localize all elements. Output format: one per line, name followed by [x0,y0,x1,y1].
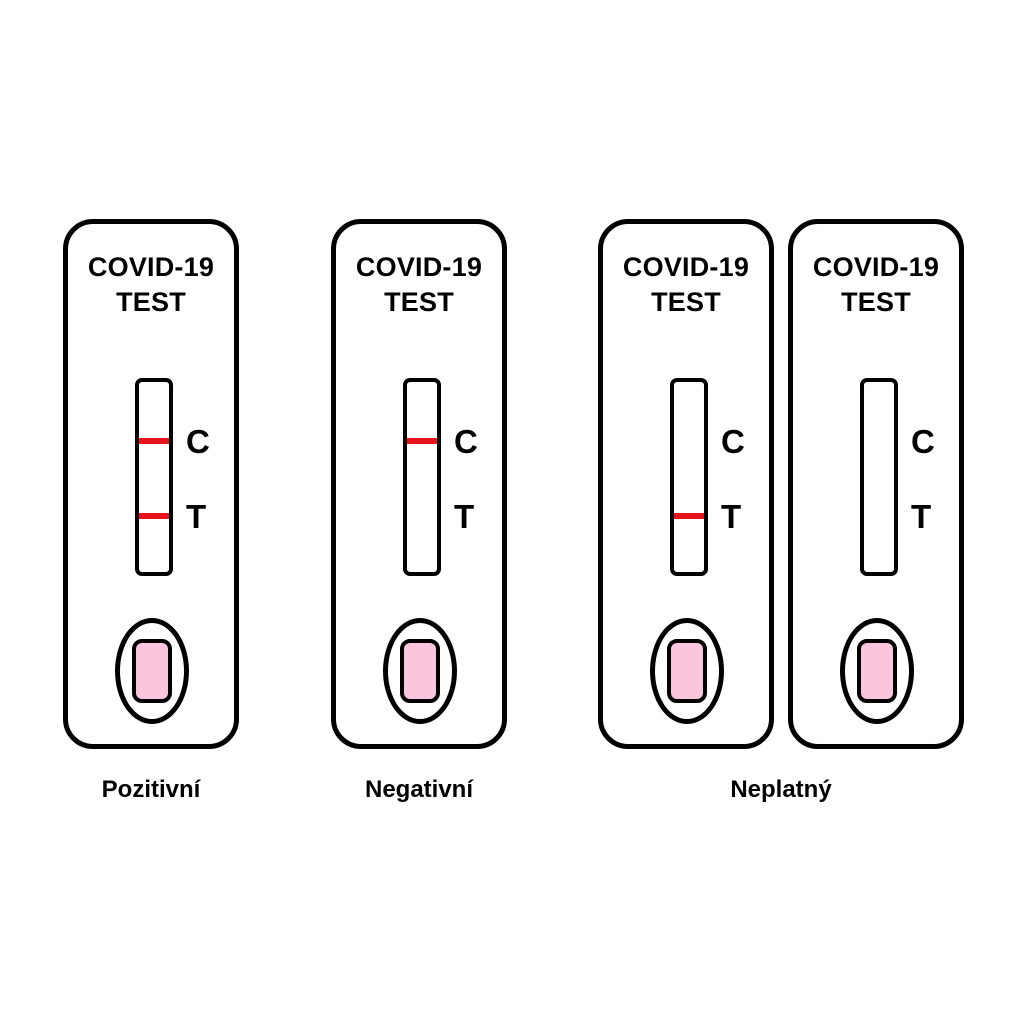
test-cassette-positive: COVID-19 TEST C T [63,219,239,749]
test-letter: T [454,498,475,535]
test-cassette-invalid-1: COVID-19 TEST C T [598,219,774,749]
cassette-title-line2: TEST [651,287,721,317]
cassette-title-line2: TEST [841,287,911,317]
test-band [407,513,437,519]
cassette-title-line2: TEST [384,287,454,317]
sample-well-pad [857,639,897,703]
test-band [674,513,704,519]
cassette-title: COVID-19 TEST [336,250,502,320]
test-cassette-negative: COVID-19 TEST C T [331,219,507,749]
label-invalid: Neplatný [730,776,832,803]
test-letter: T [721,498,742,535]
sample-well [383,618,457,724]
test-band [864,513,894,519]
sample-well-pad [132,639,172,703]
label-positive: Pozitivní [101,776,201,803]
control-letter: C [911,423,935,460]
label-negative: Negativní [364,776,474,803]
result-window [135,378,173,576]
control-letter: C [721,423,745,460]
test-band [139,513,169,519]
control-letter: C [186,423,210,460]
sample-well [115,618,189,724]
cassette-title-line1: COVID-19 [812,252,940,282]
cassette-title-line2: TEST [116,287,186,317]
cassette-title-line1: COVID-19 [355,252,483,282]
sample-well [840,618,914,724]
cassette-title-line1: COVID-19 [87,252,215,282]
control-band [407,438,437,444]
result-window [860,378,898,576]
cassette-title-line1: COVID-19 [622,252,750,282]
control-band [139,438,169,444]
test-letter: T [911,498,932,535]
result-window [670,378,708,576]
control-band [674,438,704,444]
control-letter: C [454,423,478,460]
cassette-title: COVID-19 TEST [793,250,959,320]
cassette-title: COVID-19 TEST [68,250,234,320]
result-window [403,378,441,576]
sample-well-pad [400,639,440,703]
test-cassette-invalid-2: COVID-19 TEST C T [788,219,964,749]
cassette-title: COVID-19 TEST [603,250,769,320]
sample-well [650,618,724,724]
control-band [864,438,894,444]
sample-well-pad [667,639,707,703]
test-letter: T [186,498,207,535]
